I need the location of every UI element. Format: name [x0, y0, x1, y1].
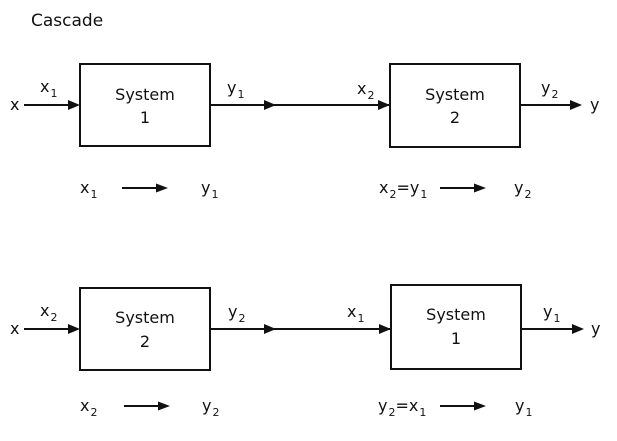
top-second-out-label: y2 [541, 78, 558, 101]
bottom-mapping-right-arrowhead [474, 401, 486, 411]
top-second-system-box [389, 63, 521, 148]
top-mapping-left-from: x1 [80, 178, 97, 201]
top-mapping-left-to: y1 [201, 178, 218, 201]
top-second-system-title: System [425, 85, 485, 104]
top-mapping-right: x2=y1 y2 [379, 178, 531, 201]
bottom-first-system-number: 2 [140, 332, 150, 351]
top-second-system-number: 2 [450, 108, 460, 127]
title: Cascade [31, 11, 103, 31]
bottom-first-system-title: System [115, 308, 175, 327]
bottom-first-out-label: y2 [228, 302, 245, 325]
top-mapping-right-to: y2 [514, 178, 531, 201]
top-output-label: y [590, 95, 599, 114]
bottom-second-system-number: 1 [451, 329, 461, 348]
cascade-row-top: x x1 System 1 y1 x2 System 2 y2 y x1 [10, 63, 599, 201]
top-second-in-arrowhead [378, 100, 390, 110]
top-input-arrowhead [68, 100, 80, 110]
bottom-second-system-title: System [426, 305, 486, 324]
bottom-mapping-left-arrowhead [158, 401, 170, 411]
top-mid-arrowhead [264, 100, 276, 110]
top-mapping-right-equation: x2=y1 [379, 178, 427, 201]
top-mapping-right-arrowhead [474, 183, 486, 193]
top-first-in-label: x1 [40, 77, 57, 100]
top-output-arrowhead [570, 100, 582, 110]
bottom-mid-arrowhead [264, 324, 276, 334]
bottom-mapping-right: y2=x1 y1 [378, 396, 532, 419]
top-mapping-left: x1 y1 [80, 178, 218, 201]
top-first-out-label: y1 [227, 78, 244, 101]
top-input-label: x [10, 95, 19, 114]
bottom-mapping-left-from: x2 [80, 396, 97, 419]
bottom-first-in-label: x2 [40, 301, 57, 324]
top-first-system-box [79, 63, 211, 147]
bottom-output-arrowhead [572, 324, 584, 334]
bottom-mapping-right-equation: y2=x1 [378, 396, 426, 419]
bottom-second-system-box [390, 284, 522, 370]
top-second-in-label: x2 [357, 79, 374, 102]
cascade-row-bottom: x x2 System 2 y2 x1 System 1 y1 y x2 [10, 284, 600, 419]
bottom-output-label: y [591, 319, 600, 338]
bottom-second-in-arrowhead [379, 324, 391, 334]
bottom-input-label: x [10, 319, 19, 338]
bottom-second-out-label: y1 [543, 302, 560, 325]
bottom-first-system-box [79, 287, 211, 371]
bottom-input-arrowhead [68, 324, 80, 334]
bottom-mapping-left-to: y2 [202, 396, 219, 419]
top-mapping-left-arrowhead [156, 183, 168, 193]
bottom-second-in-label: x1 [347, 302, 364, 325]
top-first-system-title: System [115, 85, 175, 104]
bottom-mapping-left: x2 y2 [80, 396, 219, 419]
bottom-mapping-right-to: y1 [515, 396, 532, 419]
top-first-system-number: 1 [140, 108, 150, 127]
